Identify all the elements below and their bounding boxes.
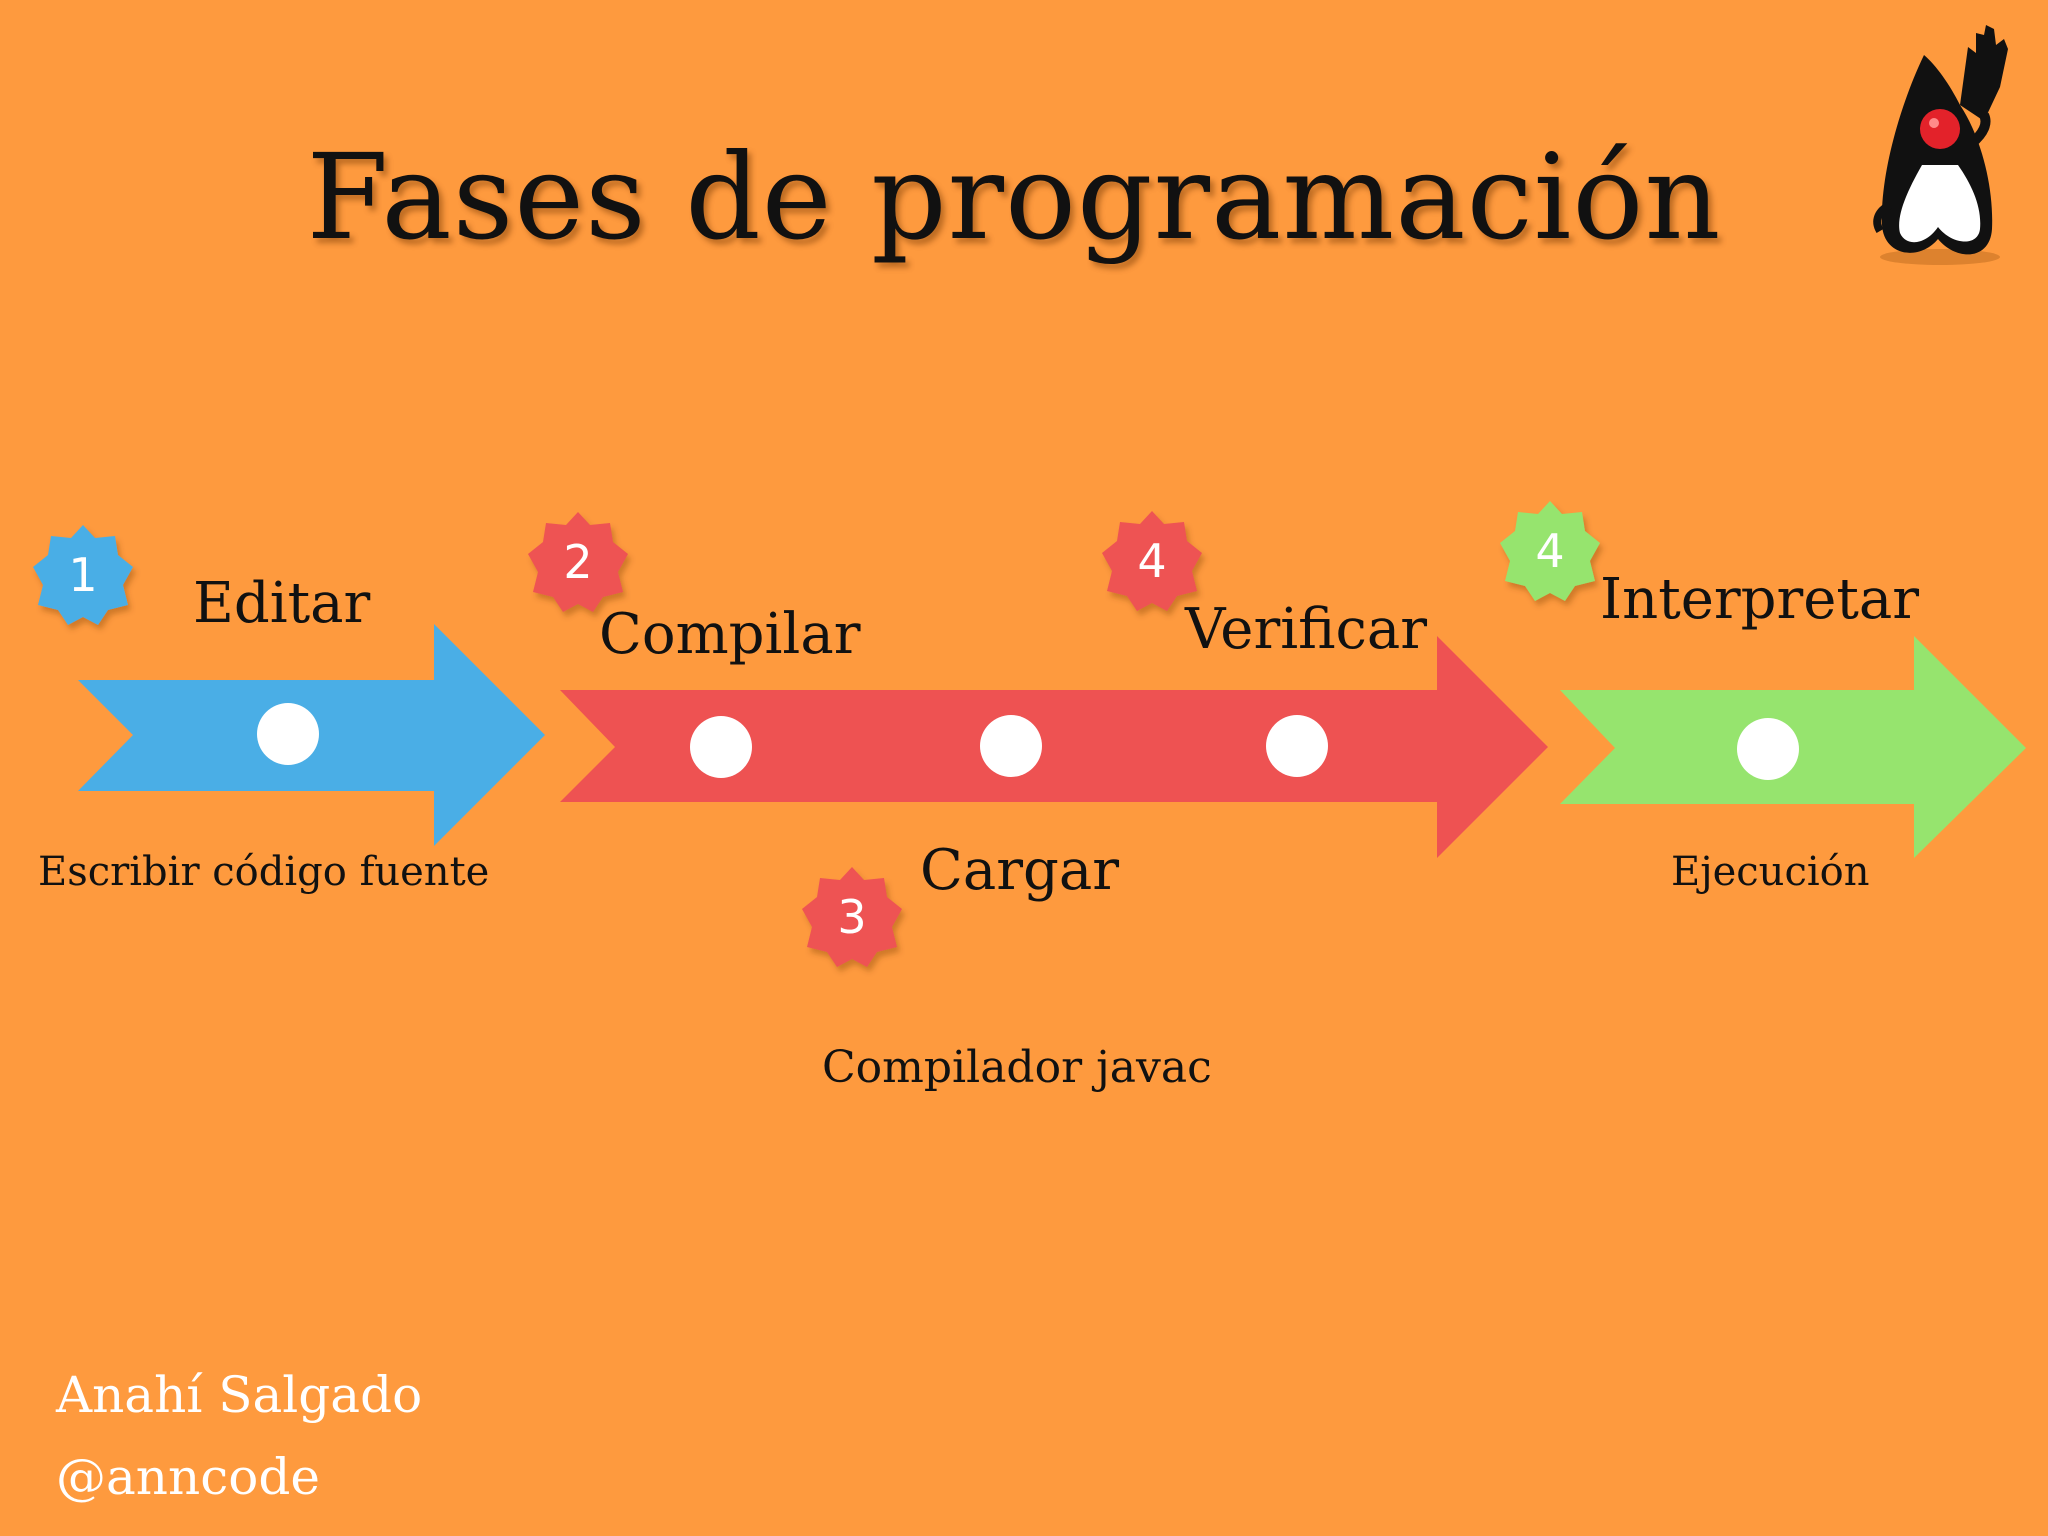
- phase-label-cargar: Cargar: [920, 838, 1120, 903]
- phase-dot-editar: [257, 703, 319, 765]
- tool-note: Compilador javac: [822, 1042, 1212, 1093]
- author-handle: @anncode: [56, 1448, 320, 1506]
- phase-label-verificar: Verificar: [1185, 597, 1427, 662]
- badge-verificar: 4: [1102, 511, 1202, 611]
- badge-compilar: 2: [528, 512, 628, 612]
- arrow-compilar-verificar: [560, 636, 1548, 858]
- badge-interpretar: 4: [1500, 501, 1600, 601]
- svg-text:2: 2: [563, 535, 592, 589]
- badge-editar: 1: [33, 525, 133, 625]
- phase-description-interpretar: Ejecución: [1671, 849, 1870, 895]
- phase-dot-cargar: [980, 715, 1042, 777]
- phase-dot-verificar: [1266, 715, 1328, 777]
- java-duke-icon: [1873, 25, 2008, 265]
- page-title: Fases de programación: [306, 128, 1722, 266]
- phase-label-interpretar: Interpretar: [1600, 567, 1920, 632]
- phase-label-compilar: Compilar: [599, 602, 861, 667]
- svg-text:3: 3: [837, 890, 866, 944]
- svg-text:4: 4: [1535, 524, 1564, 578]
- author-name: Anahí Salgado: [56, 1366, 423, 1424]
- phase-label-editar: Editar: [193, 571, 371, 636]
- badge-cargar: 3: [802, 867, 902, 967]
- phase-dot-compilar: [690, 716, 752, 778]
- phase-description-editar: Escribir código fuente: [38, 849, 490, 895]
- svg-text:1: 1: [68, 548, 97, 602]
- svg-text:4: 4: [1137, 534, 1166, 588]
- phase-dot-interpretar: [1737, 718, 1799, 780]
